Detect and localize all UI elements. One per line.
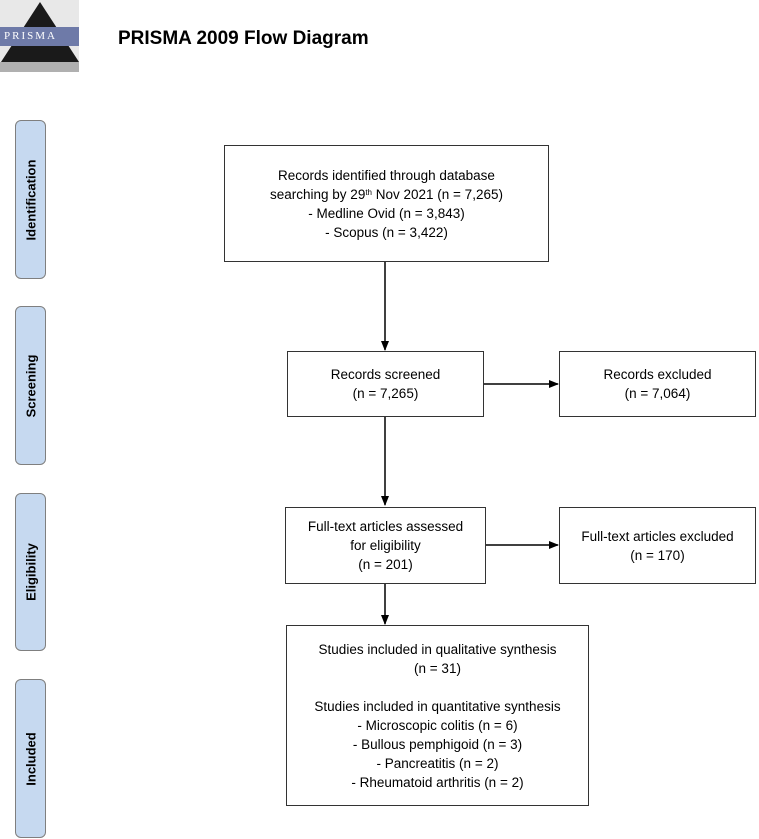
box-studies-included: Studies included in qualitative synthesi… [286, 625, 589, 806]
phase-included: Included [15, 679, 46, 838]
included-line3: Studies included in quantitative synthes… [314, 698, 561, 714]
excluded-line2: (n = 7,064) [624, 386, 691, 401]
screened-line1: Records screened [330, 367, 441, 382]
identified-line1: Records identified through database [278, 167, 495, 183]
box-records-screened: Records screened (n = 7,265) [287, 351, 484, 417]
identified-line2-sup: th [365, 187, 372, 197]
fulltext-assessed-line2: for eligibility [350, 538, 421, 553]
identified-line3: - Medline Ovid (n = 3,843) [308, 205, 465, 221]
included-line7: - Rheumatoid arthritis (n = 2) [351, 774, 524, 790]
phase-identification: Identification [15, 120, 46, 279]
page-title: PRISMA 2009 Flow Diagram [118, 28, 369, 49]
included-line5: - Bullous pemphigoid (n = 3) [352, 736, 523, 752]
phase-eligibility: Eligibility [15, 493, 46, 651]
excluded-line1: Records excluded [603, 367, 712, 382]
included-line2: (n = 31) [414, 660, 461, 676]
fulltext-excluded-line1: Full-text articles excluded [581, 528, 734, 544]
identified-line2-post: Nov 2021 (n = 7,265) [372, 186, 503, 202]
prisma-logo-graphic [0, 0, 79, 72]
identified-line4: - Scopus (n = 3,422) [325, 224, 448, 240]
included-line4: - Microscopic colitis (n = 6) [357, 717, 518, 733]
included-line6: - Pancreatitis (n = 2) [376, 755, 499, 771]
screened-line2: (n = 7,265) [352, 386, 419, 401]
fulltext-assessed-line1: Full-text articles assessed [307, 519, 464, 534]
fulltext-assessed-line3: (n = 201) [358, 557, 413, 572]
box-fulltext-excluded: Full-text articles excluded (n = 170) [559, 507, 756, 584]
included-line1: Studies included in qualitative synthesi… [318, 641, 557, 657]
identified-line2: searching by 29th Nov 2021 (n = 7,265) [270, 185, 503, 204]
box-records-excluded: Records excluded (n = 7,064) [559, 351, 756, 417]
box-records-identified: Records identified through database sear… [224, 145, 549, 262]
box-fulltext-assessed: Full-text articles assessed for eligibil… [285, 507, 486, 584]
fulltext-excluded-line2: (n = 170) [630, 547, 685, 563]
phase-screening: Screening [15, 306, 46, 465]
identified-line2-pre: searching by 29 [270, 186, 366, 202]
logo-text: PRISMA [4, 30, 57, 42]
prisma-logo: PRISMA [0, 0, 79, 72]
